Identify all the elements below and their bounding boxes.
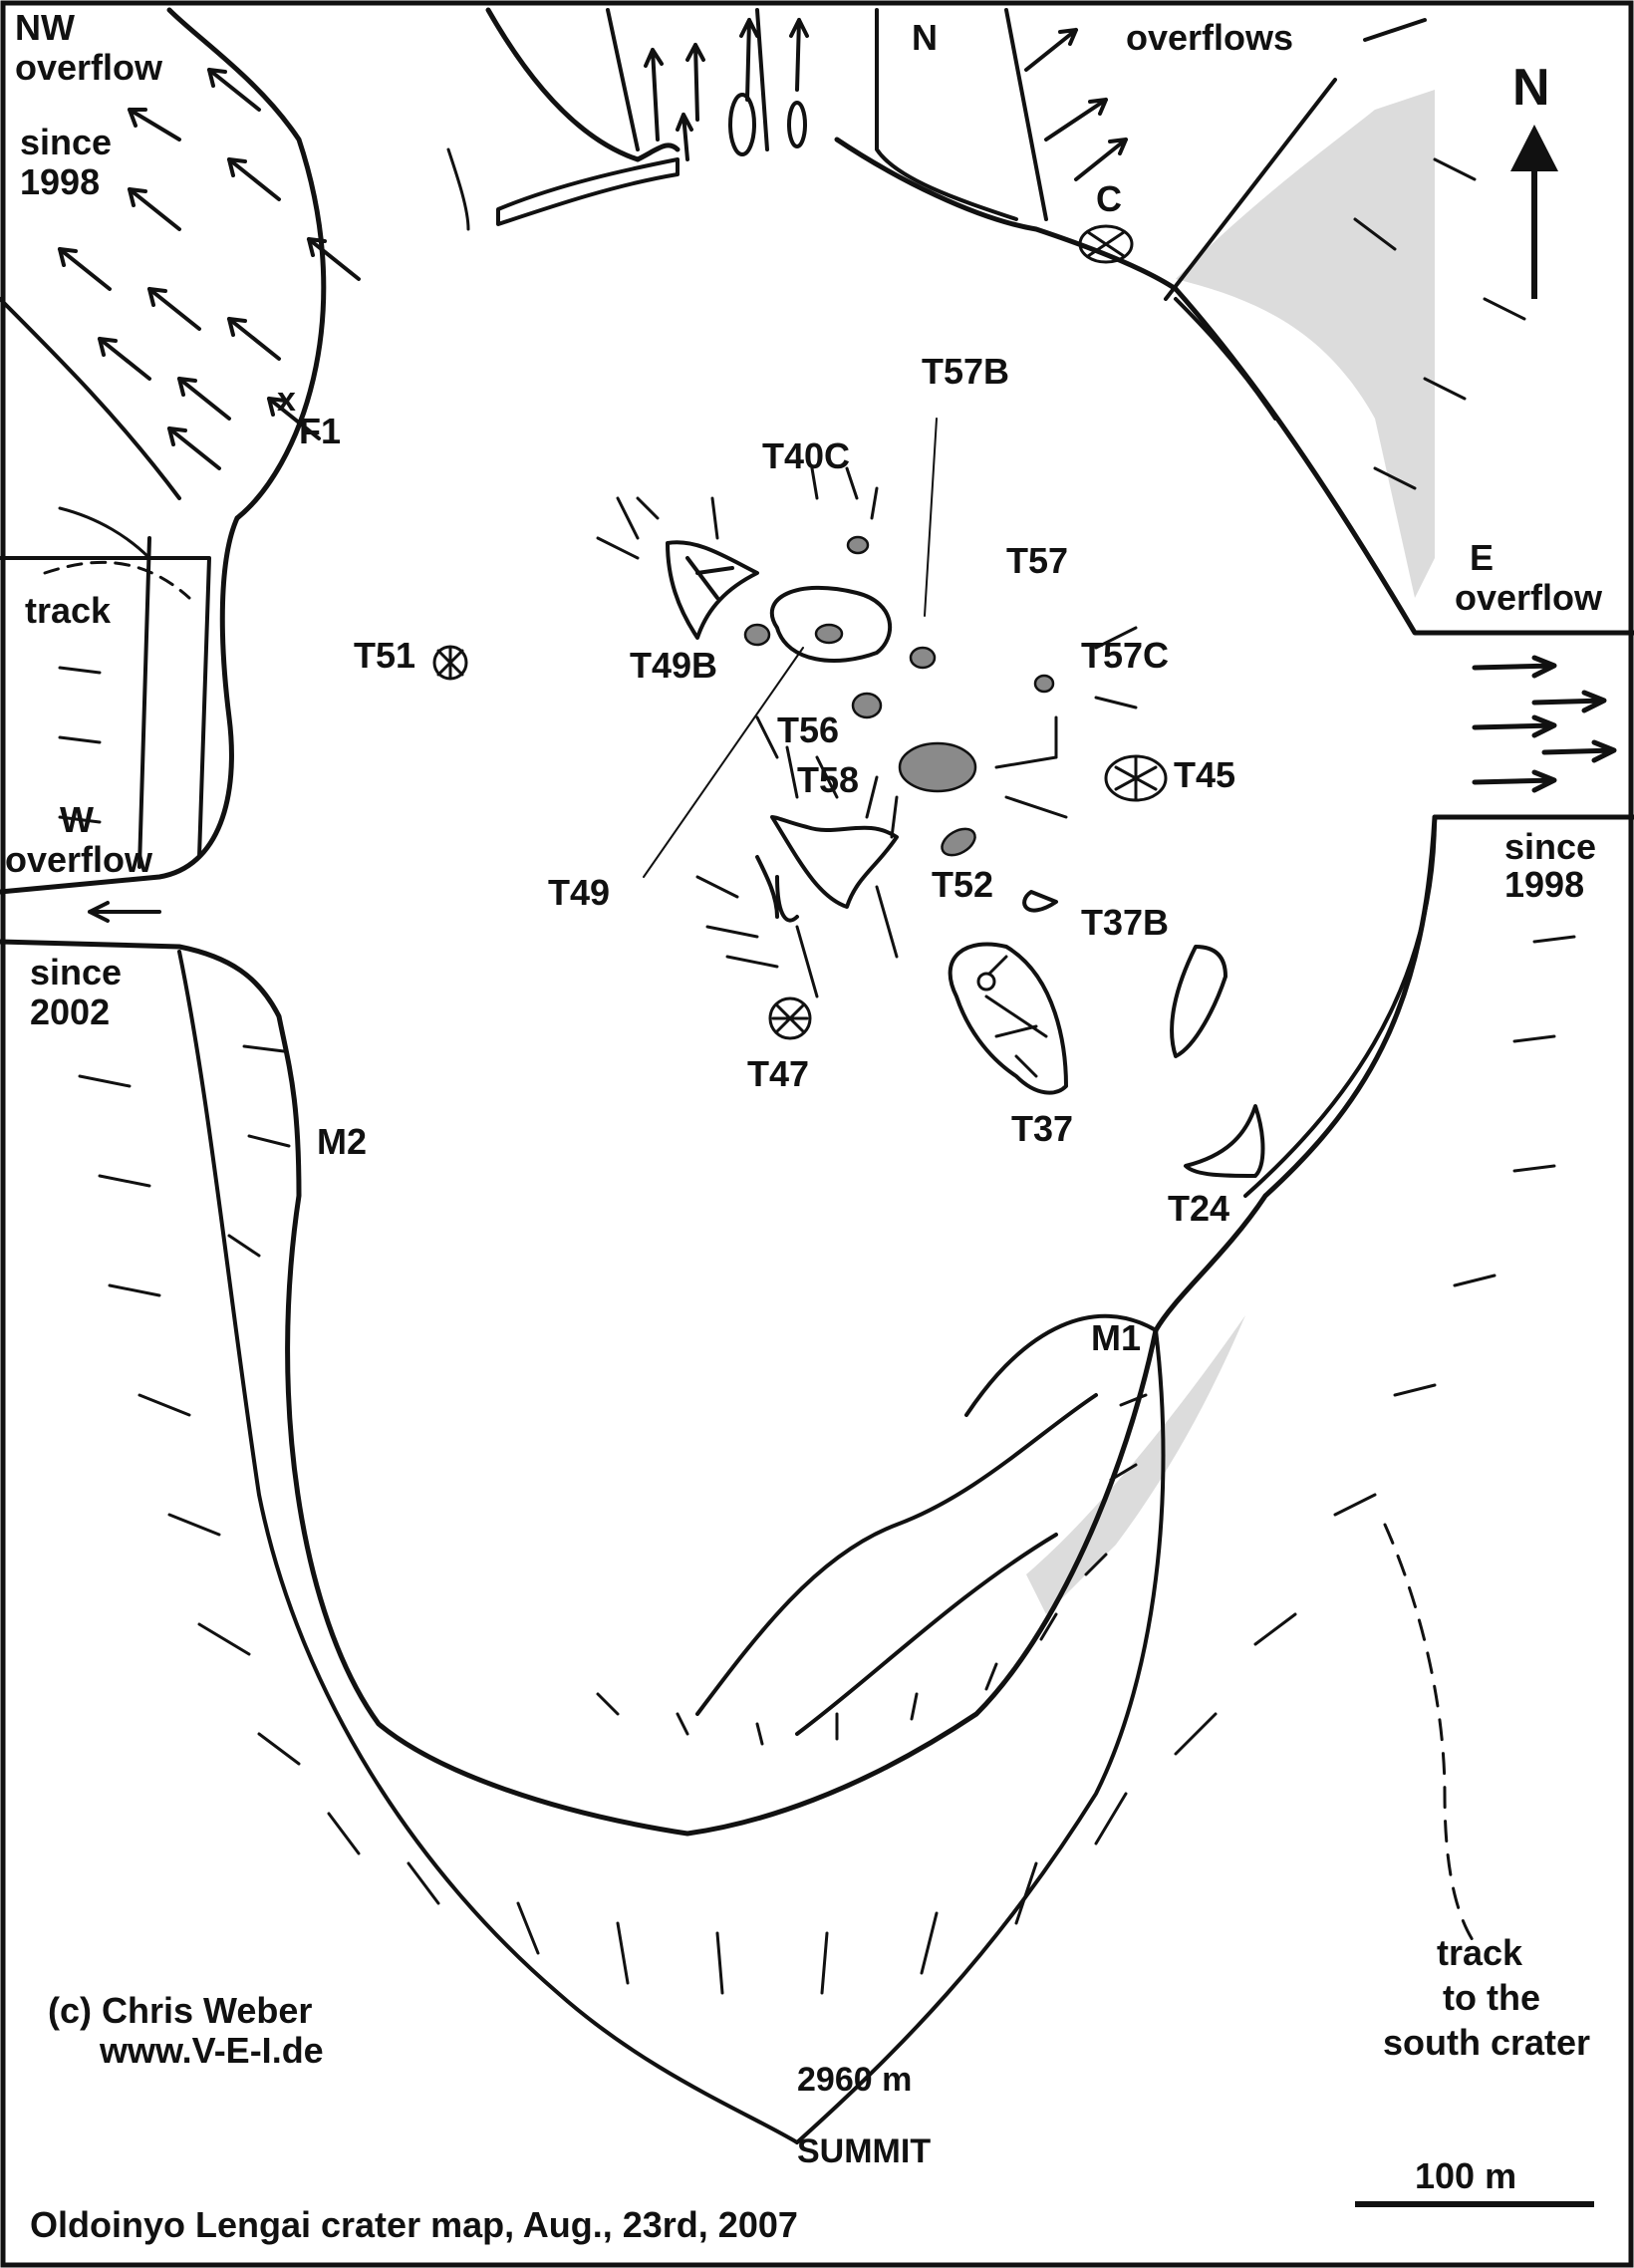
t51-label: T51: [354, 635, 415, 676]
w-overflow-arrow: [88, 901, 161, 923]
west-track-label: track: [25, 590, 112, 631]
c-label: C: [1096, 178, 1122, 219]
nw-overflow-arrows: [58, 68, 361, 470]
t52-label: T52: [932, 864, 993, 905]
w-overflow-label-2: overflow: [5, 839, 153, 880]
m2-label: M2: [317, 1121, 367, 1162]
t57c-label: T57C: [1081, 635, 1169, 676]
n-overflow-arrows: [496, 18, 1128, 226]
e-overflow-arrows: [1472, 655, 1617, 793]
n-overflows-label: overflows: [1126, 17, 1293, 58]
website-label: www.V-E-I.de: [99, 2030, 324, 2071]
vent-complex: [596, 418, 1265, 1178]
t56-label: T56: [777, 709, 839, 750]
e-overflow-label-1: E: [1470, 537, 1494, 578]
nw-overflow-label-1: NW: [15, 7, 75, 48]
t49b-label: T49B: [630, 645, 717, 686]
t58-label: T58: [797, 759, 859, 800]
t47-label: T47: [747, 1053, 809, 1094]
w-since-label-2: 2002: [30, 992, 110, 1032]
copyright-label: (c) Chris Weber: [48, 1990, 312, 2031]
nw-since-label-1: since: [20, 122, 112, 162]
t57-label: T57: [1006, 540, 1068, 581]
m1-label: M1: [1091, 1317, 1141, 1358]
c-vent-icon: [1078, 224, 1134, 264]
e-since-label-2: 1998: [1504, 864, 1584, 905]
f1-label: F1: [299, 411, 341, 451]
t45-label: T45: [1174, 754, 1235, 795]
f1-marker: x: [277, 381, 296, 419]
south-track-label-2: to the: [1443, 1977, 1540, 2018]
w-overflow-label-1: W: [60, 799, 94, 840]
south-track-line: [1383, 1523, 1477, 1945]
summit-elevation-label: 2960 m: [797, 2061, 912, 2099]
slope-hatching: [58, 147, 1576, 1995]
outer-slopes: [0, 8, 1437, 2144]
south-track-label-1: track: [1437, 1932, 1523, 1973]
nw-since-label-2: 1998: [20, 161, 100, 202]
n-overflow-label: N: [912, 17, 938, 58]
map-labels: NW overflow since 1998 N overflows N C x…: [5, 7, 1603, 2245]
t37-label: T37: [1011, 1108, 1073, 1149]
t45-vent-icon: [1104, 754, 1168, 802]
map-title: Oldoinyo Lengai crater map, Aug., 23rd, …: [30, 2204, 798, 2245]
north-label: N: [1512, 59, 1550, 117]
e-since-label-1: since: [1504, 826, 1596, 867]
t24-label: T24: [1168, 1188, 1229, 1229]
t47-vent-icon: [768, 996, 812, 1040]
west-track-line: [43, 560, 191, 600]
t37b-label: T37B: [1081, 902, 1169, 943]
nw-overflow-label-2: overflow: [15, 47, 163, 88]
summit-label: SUMMIT: [797, 2132, 931, 2170]
north-arrow-icon: [1510, 125, 1558, 299]
t51-vent-icon: [432, 645, 468, 681]
w-since-label-1: since: [30, 952, 122, 992]
slope-shading: [1026, 90, 1435, 1614]
t40c-label: T40C: [762, 435, 850, 476]
south-track-label-3: south crater: [1383, 2022, 1590, 2063]
t49-label: T49: [548, 872, 610, 913]
t57b-label: T57B: [922, 351, 1009, 392]
e-overflow-label-2: overflow: [1455, 577, 1603, 618]
scale-label: 100 m: [1415, 2155, 1516, 2196]
